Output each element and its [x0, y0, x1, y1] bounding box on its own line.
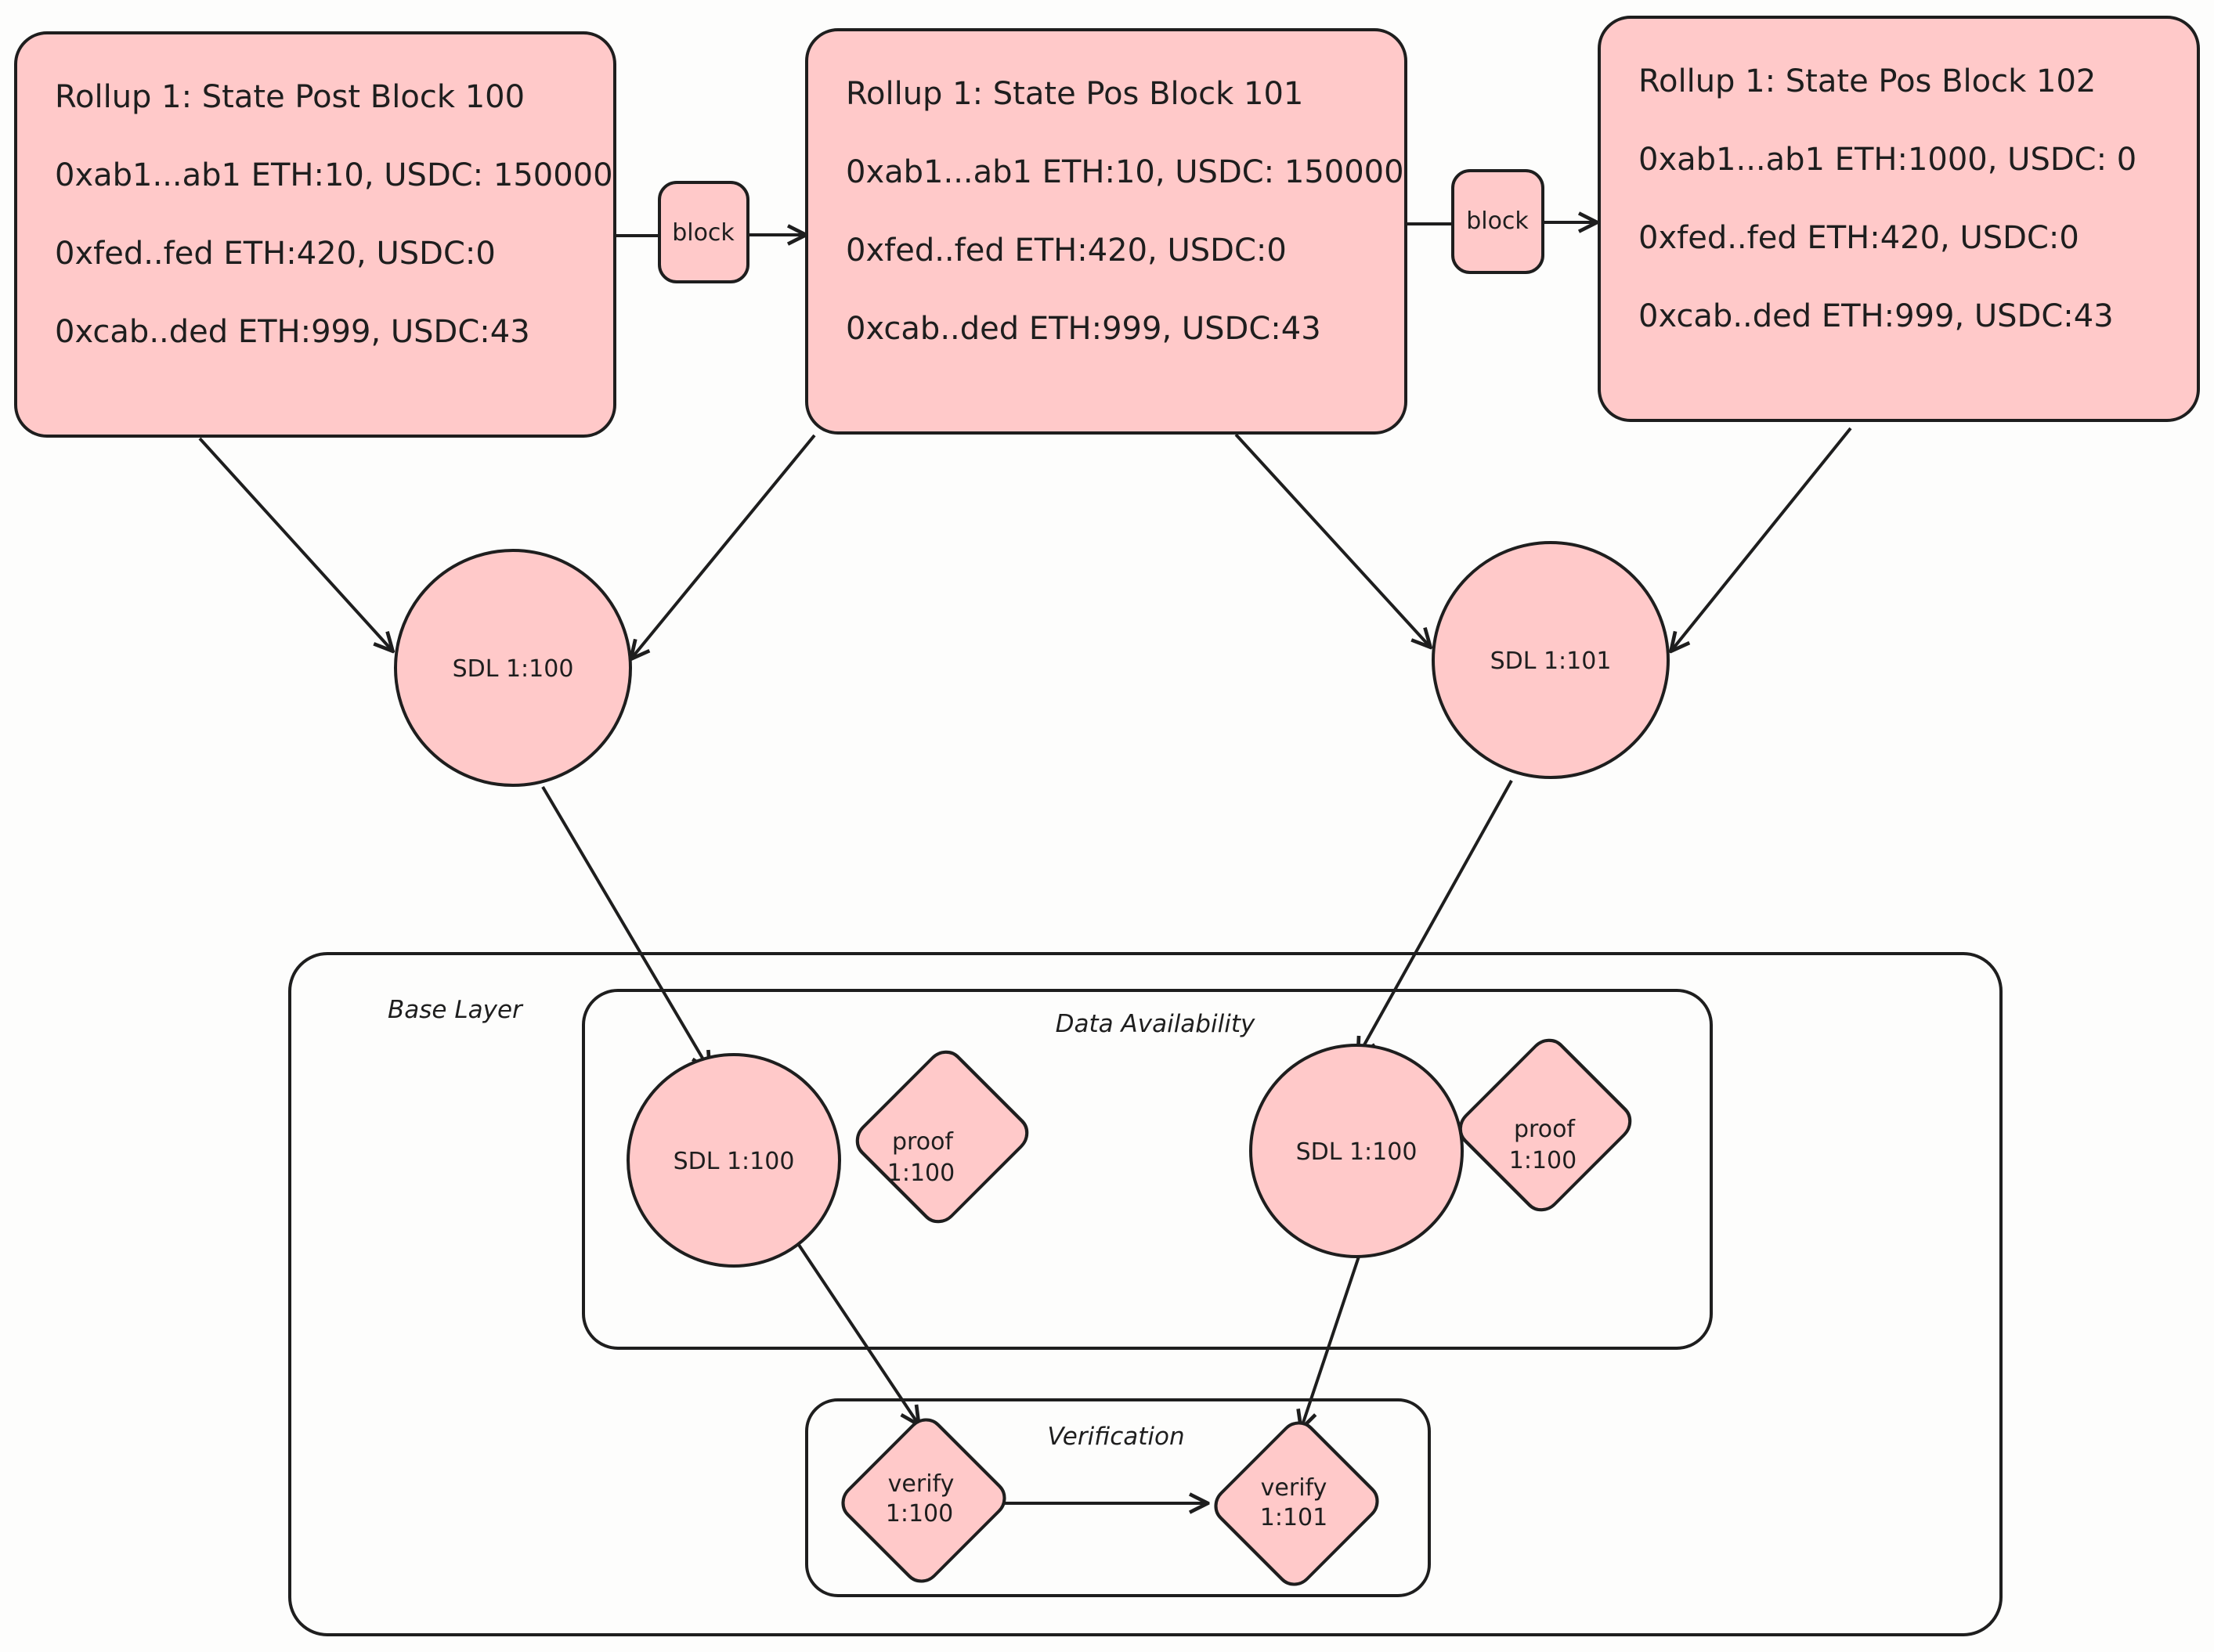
verification-label: Verification: [1047, 1423, 1184, 1451]
proof-label: proof: [1514, 1116, 1576, 1143]
edge-state101-to-sdl100: [632, 434, 816, 658]
verify-value: 1:101: [1260, 1504, 1327, 1531]
verification-frame: [805, 1398, 1431, 1597]
state-line: 0xab1...ab1 ETH:10, USDC: 150000: [55, 157, 613, 193]
da-proof-node-2: proof 1:100: [1458, 1038, 1632, 1212]
state-line: 0xcab..ded ETH:999, USDC:43: [846, 311, 1321, 347]
edge-state102-to-sdl101: [1672, 427, 1852, 650]
da-sdl-node-2: SDL 1:100: [1249, 1044, 1464, 1258]
data-availability-frame: [582, 989, 1713, 1350]
proof-value: 1:100: [887, 1160, 955, 1187]
verify-node-1-101: verify 1:101: [1214, 1421, 1379, 1586]
sdl-label: SDL 1:101: [1490, 647, 1612, 675]
state-line: 0xfed..fed ETH:420, USDC:0: [846, 233, 1287, 269]
edge-sdl100-to-da-sdl: [541, 785, 709, 1069]
state-box-block-100: Rollup 1: State Post Block 100 0xab1...a…: [14, 31, 616, 438]
sdl-label: SDL 1:100: [674, 1148, 795, 1175]
sdl-node-1-101: SDL 1:101: [1432, 541, 1670, 779]
sdl-node-1-100: SDL 1:100: [394, 549, 632, 787]
state-line: 0xab1...ab1 ETH:1000, USDC: 0: [1638, 142, 2136, 178]
state-title: Rollup 1: State Pos Block 101: [846, 76, 1303, 112]
proof-value: 1:100: [1509, 1147, 1577, 1174]
state-line: 0xab1...ab1 ETH:10, USDC: 150000: [846, 154, 1404, 190]
sdl-label: SDL 1:100: [1296, 1138, 1418, 1166]
edge-da-sdl-to-verify101: [1302, 1244, 1364, 1427]
da-sdl-node-1: SDL 1:100: [627, 1053, 841, 1268]
state-line: 0xcab..ded ETH:999, USDC:43: [1638, 298, 2114, 334]
state-line: 0xfed..fed ETH:420, USDC:0: [55, 236, 496, 272]
state-box-block-101: Rollup 1: State Pos Block 101 0xab1...ab…: [805, 28, 1407, 435]
edge-state100-to-sdl100: [198, 437, 392, 650]
state-line: 0xfed..fed ETH:420, USDC:0: [1638, 220, 2079, 256]
state-box-block-102: Rollup 1: State Pos Block 102 0xab1...ab…: [1598, 16, 2200, 422]
state-line: 0xcab..ded ETH:999, USDC:43: [55, 314, 530, 350]
verify-value: 1:100: [886, 1500, 953, 1528]
base-layer-label: Base Layer: [388, 996, 524, 1024]
da-proof-node-1: proof 1:100: [855, 1050, 1029, 1224]
sdl-label: SDL 1:100: [453, 655, 574, 683]
proof-label: proof: [892, 1128, 954, 1156]
verify-label: verify: [1261, 1474, 1327, 1502]
state-title: Rollup 1: State Pos Block 102: [1638, 63, 2096, 99]
edge-state101-to-sdl101: [1234, 433, 1429, 646]
block-node-1: block: [658, 181, 749, 283]
block-label: block: [672, 219, 735, 247]
verify-label: verify: [888, 1470, 955, 1498]
base-layer-frame: [288, 952, 2003, 1636]
edge-da-sdl-to-verify100: [796, 1241, 918, 1423]
verify-node-1-100: verify 1:100: [841, 1418, 1006, 1583]
data-availability-label: Data Availability: [1056, 1010, 1255, 1038]
edge-sdl101-to-da-sdl: [1359, 780, 1513, 1055]
block-node-2: block: [1451, 169, 1544, 274]
state-title: Rollup 1: State Post Block 100: [55, 79, 525, 115]
block-label: block: [1466, 207, 1529, 235]
